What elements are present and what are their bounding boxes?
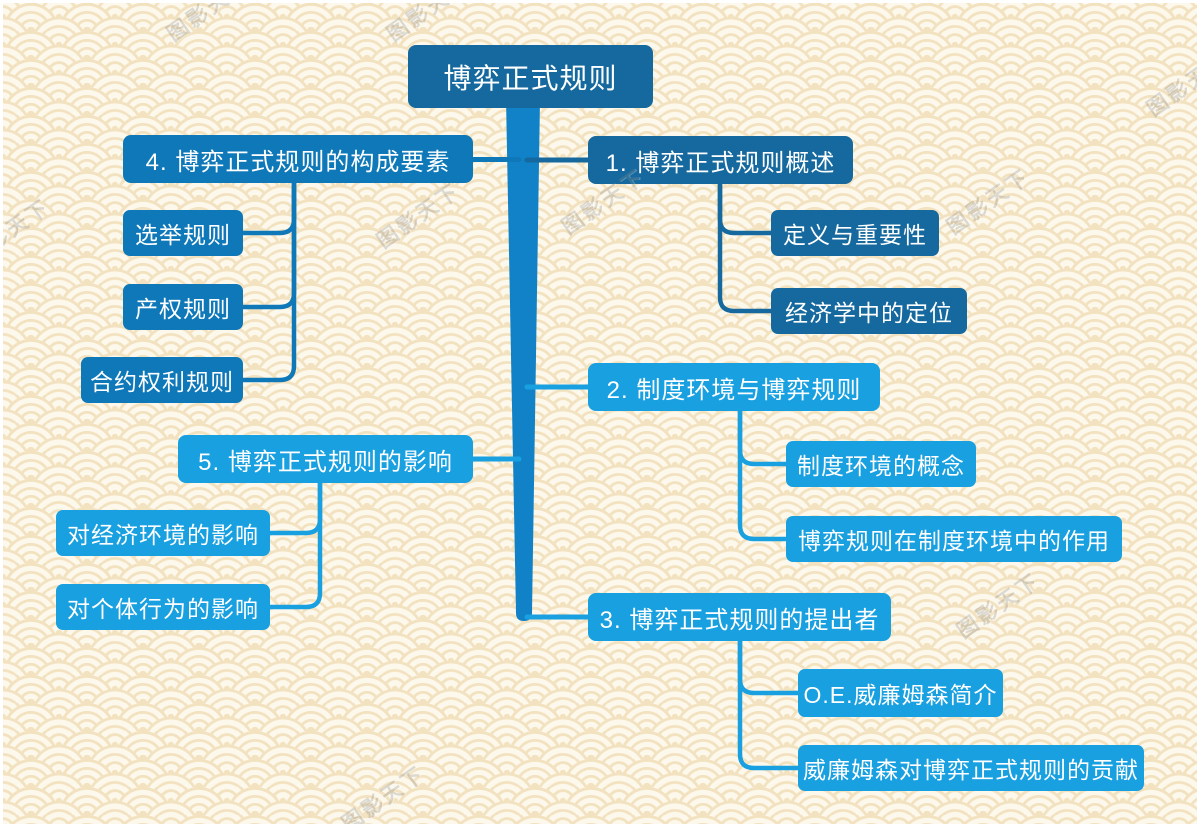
branch-node-4[interactable]: 4. 博弈正式规则的构成要素 (123, 135, 473, 183)
child-node-4-3[interactable]: 合约权利规则 (81, 357, 243, 403)
connector-3-1 (737, 636, 803, 696)
connector-2-2 (737, 406, 791, 542)
connector-4-3 (238, 178, 297, 383)
connector-1-2 (717, 178, 776, 314)
child-node-4-2[interactable]: 产权规则 (123, 284, 243, 330)
branch-node-1[interactable]: 1. 博弈正式规则概述 (588, 136, 853, 184)
root-node[interactable]: 博弈正式规则 (408, 45, 653, 108)
branch-node-5[interactable]: 5. 博弈正式规则的影响 (178, 435, 473, 483)
branch-node-2[interactable]: 2. 制度环境与博弈规则 (588, 363, 880, 411)
connector-5-1 (265, 478, 323, 536)
connector-5-2 (265, 478, 323, 610)
child-node-2-1[interactable]: 制度环境的概念 (786, 441, 976, 487)
connector-2-1 (737, 406, 791, 467)
child-node-4-1[interactable]: 选举规则 (123, 210, 243, 256)
child-node-5-2[interactable]: 对个体行为的影响 (56, 584, 270, 630)
child-node-3-2[interactable]: 威廉姆森对博弈正式规则的贡献 (798, 745, 1144, 791)
connector-layer (238, 99, 803, 771)
child-node-5-1[interactable]: 对经济环境的影响 (56, 510, 270, 556)
branch-node-3[interactable]: 3. 博弈正式规则的提出者 (588, 593, 891, 641)
connector-4-2 (238, 178, 297, 310)
child-node-1-2[interactable]: 经济学中的定位 (771, 288, 967, 334)
connector-4-1 (238, 178, 297, 236)
trunk-line (506, 99, 540, 621)
connector-1-1 (717, 178, 776, 236)
child-node-1-1[interactable]: 定义与重要性 (771, 210, 939, 256)
child-node-2-2[interactable]: 博弈规则在制度环境中的作用 (786, 516, 1122, 562)
child-node-3-1[interactable]: O.E.威廉姆森简介 (798, 669, 1003, 717)
connector-3-2 (737, 636, 803, 771)
